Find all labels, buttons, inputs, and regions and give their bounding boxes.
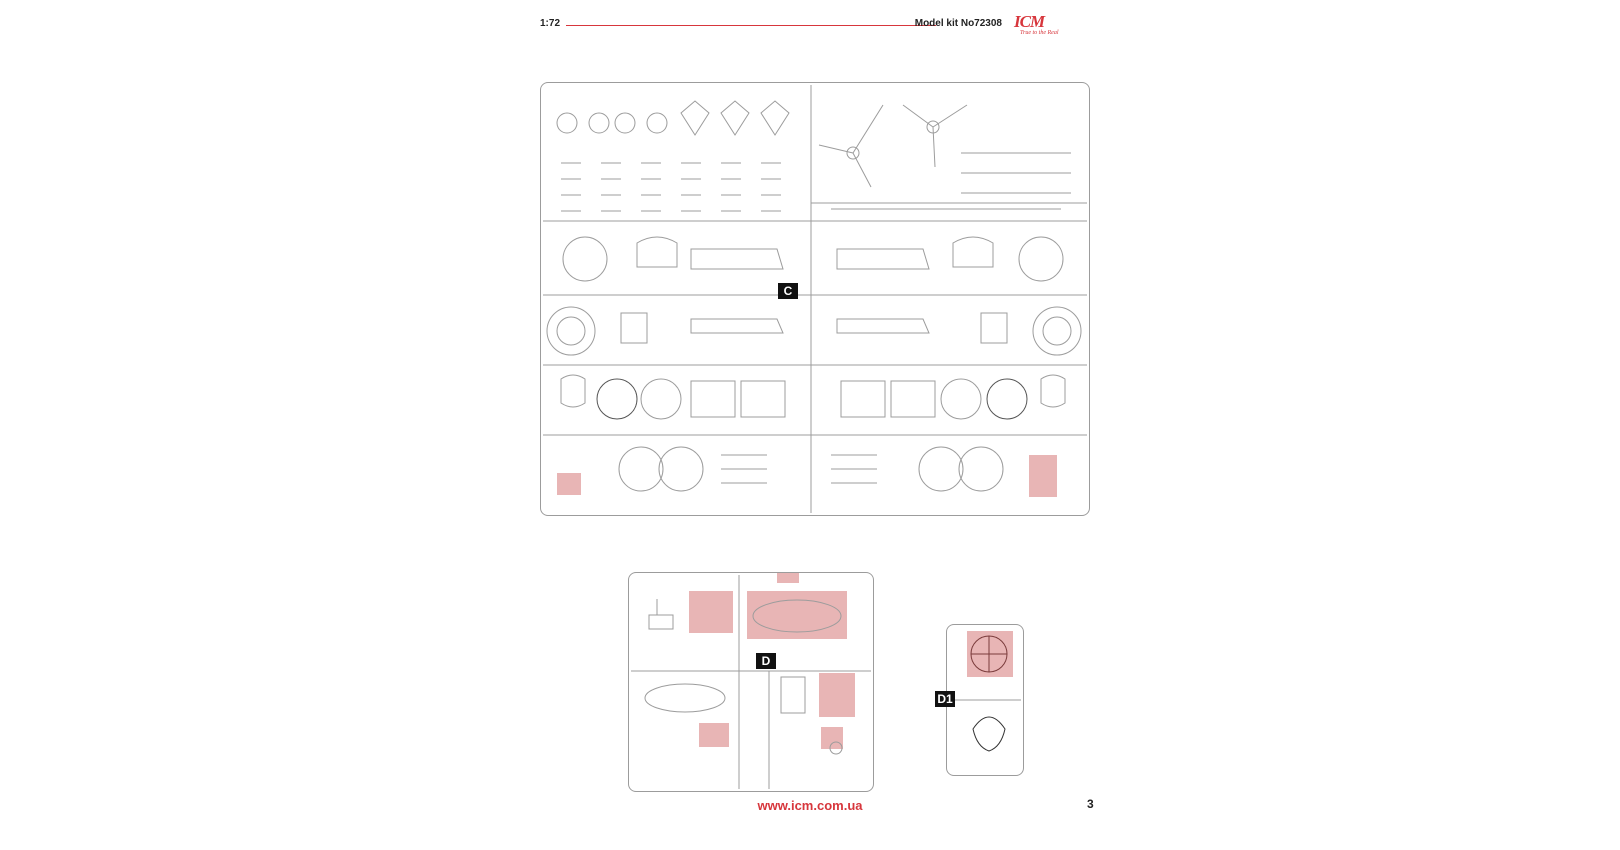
page-number: 3 <box>1087 797 1094 811</box>
highlight-part-d1 <box>689 591 733 633</box>
highlight-part-d2 <box>747 591 847 639</box>
header-rule <box>566 25 936 26</box>
part-d-seat <box>780 676 806 714</box>
sprue-c-label: C <box>778 283 798 299</box>
propellers <box>818 104 968 188</box>
canopy-frame <box>971 636 1007 672</box>
part-d-round <box>829 741 843 755</box>
sprue-d-label: D <box>756 653 776 669</box>
part-d-small <box>648 599 674 630</box>
icm-logo: ICM True to the Real <box>1008 12 1072 42</box>
footer-website[interactable]: www.icm.com.ua <box>757 798 863 813</box>
page-header: 1:72 Model kit No72308 ICM True to the R… <box>540 12 1100 42</box>
row2-parts <box>562 236 1064 282</box>
small-parts-top-left <box>556 100 790 212</box>
row3-parts <box>546 306 1082 356</box>
sprue-c: C <box>540 82 1090 516</box>
sprue-d1-label: D1 <box>935 691 955 707</box>
sprue-d1-drawing <box>949 631 1021 752</box>
sprue-d-drawing <box>631 573 871 789</box>
part-d-cockpit-floor-2 <box>644 683 726 713</box>
highlight-part-d4 <box>819 673 855 717</box>
highlight-part-d3 <box>777 573 799 583</box>
highlight-part-d6 <box>821 727 843 749</box>
highlight-part-c-left <box>557 473 581 495</box>
row4-parts <box>560 374 1066 420</box>
logo-text: ICM <box>1014 12 1045 31</box>
kit-number: Model kit No72308 <box>914 18 1002 29</box>
highlight-part-c-right <box>1029 455 1057 497</box>
highlight-part-d5 <box>699 723 729 747</box>
sprue-c-drawing <box>543 85 1087 513</box>
part-d-cockpit-floor <box>752 599 842 633</box>
scale-label: 1:72 <box>540 18 561 29</box>
logo-tagline: True to the Real <box>1020 30 1059 36</box>
part-d1-canopy-lower <box>972 716 1006 752</box>
sprue-d1: D1 <box>935 624 1024 776</box>
row5-parts <box>618 446 1004 492</box>
sprue-d: D <box>628 572 874 792</box>
small-parts-top-right <box>831 152 1071 210</box>
